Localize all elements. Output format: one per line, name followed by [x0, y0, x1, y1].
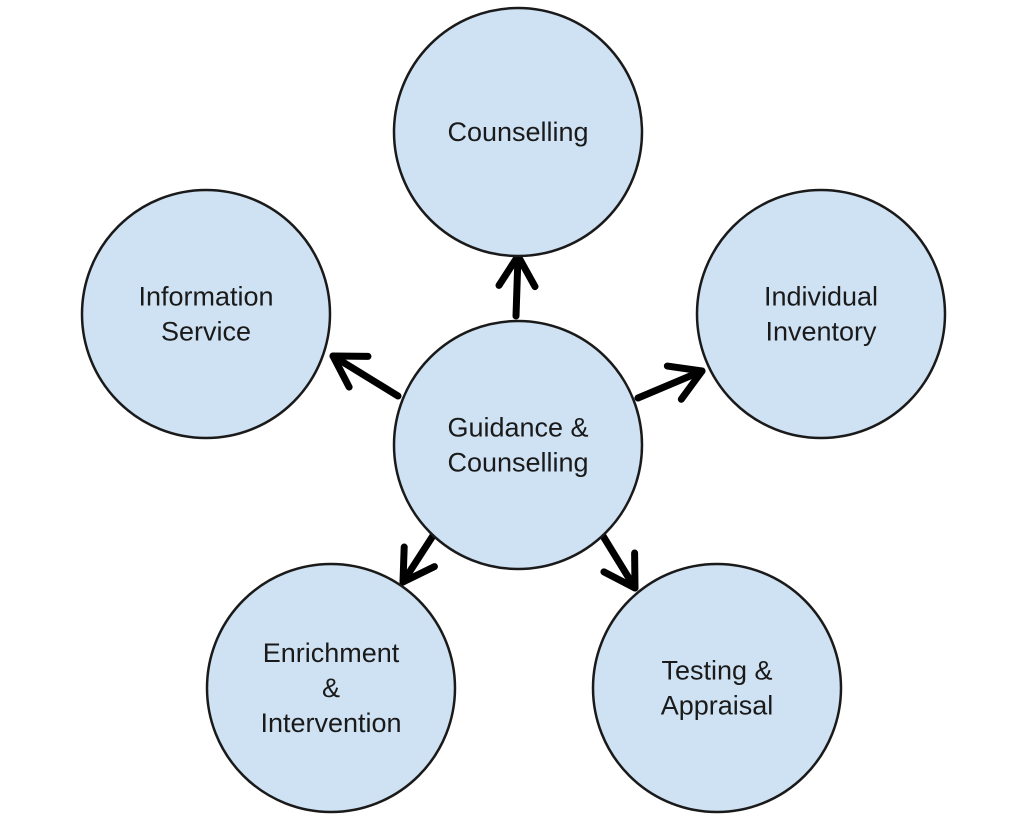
node-individual-inventory-label-line: Individual: [764, 282, 878, 312]
node-counselling-label-line: Counselling: [447, 117, 588, 147]
node-enrichment-intervention-label-line: Intervention: [260, 708, 401, 738]
node-information-service-label-line: Information: [138, 282, 273, 312]
node-enrichment-intervention-label-line: &: [322, 673, 340, 703]
node-testing-appraisal: Testing & Appraisal: [591, 562, 843, 814]
node-enrichment-intervention: Enrichment & Intervention: [205, 562, 457, 814]
node-guidance-counselling-circle: [392, 319, 644, 571]
node-counselling-circle: [392, 6, 644, 258]
arrow-line-individual-inventory: [634, 367, 706, 402]
arrow-head-individual-inventory: [663, 362, 706, 403]
node-testing-appraisal-circle: [591, 562, 843, 814]
node-guidance-counselling-label-line: Counselling: [447, 448, 588, 478]
node-enrichment-intervention-circle: [205, 562, 457, 814]
node-information-service-circle: [80, 188, 332, 440]
arrow-line-testing-appraisal: [599, 532, 639, 592]
node-enrichment-intervention-label-line: Enrichment: [263, 638, 400, 668]
arrow-line-counselling: [512, 252, 522, 320]
node-guidance-counselling: Guidance & Counselling: [392, 319, 644, 571]
node-testing-appraisal-label-line: Testing &: [661, 656, 772, 686]
arrow-head-enrichment-intervention: [399, 543, 438, 586]
arrow-head-information-service: [329, 352, 372, 391]
arrow-head-testing-appraisal: [600, 549, 639, 592]
node-information-service-label-line: Service: [161, 317, 251, 347]
arrow-line-information-service: [329, 352, 402, 400]
node-individual-inventory-label-line: Inventory: [765, 317, 877, 347]
node-individual-inventory-circle: [695, 188, 947, 440]
node-testing-appraisal-label-line: Appraisal: [661, 691, 774, 721]
arrows-layer: [329, 252, 706, 592]
node-counselling: Counselling: [392, 6, 644, 258]
node-guidance-counselling-label-line: Guidance &: [447, 413, 588, 443]
arrow-line-enrichment-intervention: [399, 527, 440, 586]
